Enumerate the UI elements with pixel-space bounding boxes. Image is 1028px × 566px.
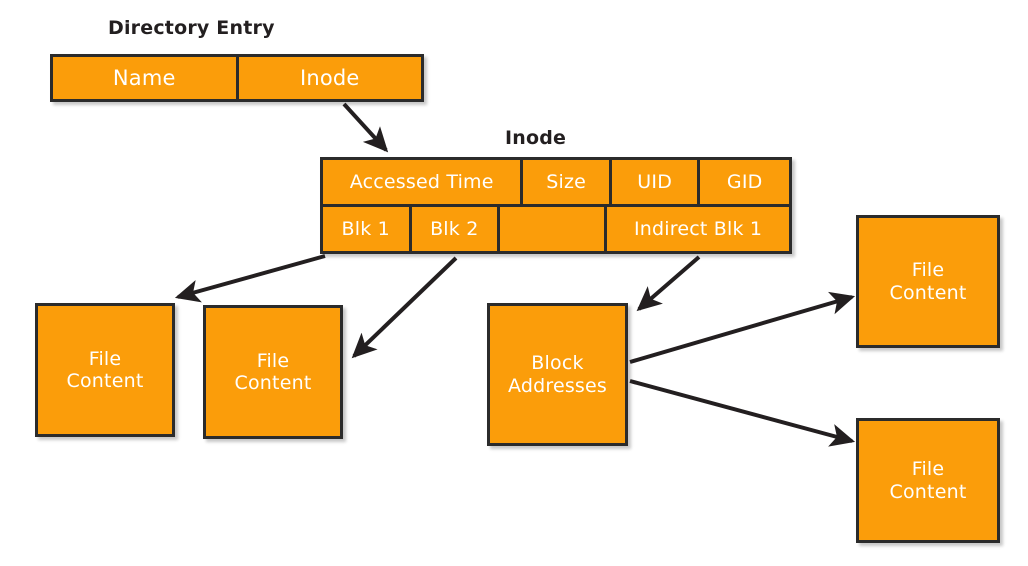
inode-table: Accessed Time Size UID GID Blk 1 Blk 2 I…	[320, 157, 792, 254]
directory-entry-name-cell: Name	[53, 57, 239, 99]
inode-accessed-time: Accessed Time	[323, 160, 524, 204]
blk2-arrow	[351, 256, 458, 359]
directory-entry-table: Name Inode	[50, 54, 424, 102]
inode-size: Size	[523, 160, 612, 204]
inode-metadata-row: Accessed Time Size UID GID	[323, 160, 789, 207]
indirect-blk-arrow	[636, 255, 701, 312]
blockaddr-upper-arrow	[629, 291, 856, 364]
file-content-2: File Content	[203, 305, 343, 439]
dir-inode-arrow	[342, 102, 389, 153]
inode-empty-blk	[500, 207, 608, 251]
inode-indirect-blk-1: Indirect Blk 1	[633, 217, 763, 240]
file-content-3: File Content	[856, 215, 1000, 348]
file-content-4: File Content	[856, 418, 1000, 543]
inode-pointers-row: Blk 1 Blk 2 Indirect Blk 1	[323, 207, 789, 251]
block-addresses: Block Addresses	[487, 303, 628, 446]
directory-entry-inode-cell: Inode	[299, 65, 360, 90]
file-content-1: File Content	[35, 303, 175, 437]
directory-entry-caption: Directory Entry	[108, 17, 275, 39]
inode-gid: GID	[726, 170, 763, 193]
inode-blk-2: Blk 2	[412, 207, 501, 251]
blockaddr-lower-arrow	[629, 379, 856, 447]
inode-caption: Inode	[505, 127, 567, 149]
blk1-arrow	[174, 254, 326, 303]
inode-uid: UID	[612, 160, 701, 204]
inode-blk-1: Blk 1	[323, 207, 412, 251]
